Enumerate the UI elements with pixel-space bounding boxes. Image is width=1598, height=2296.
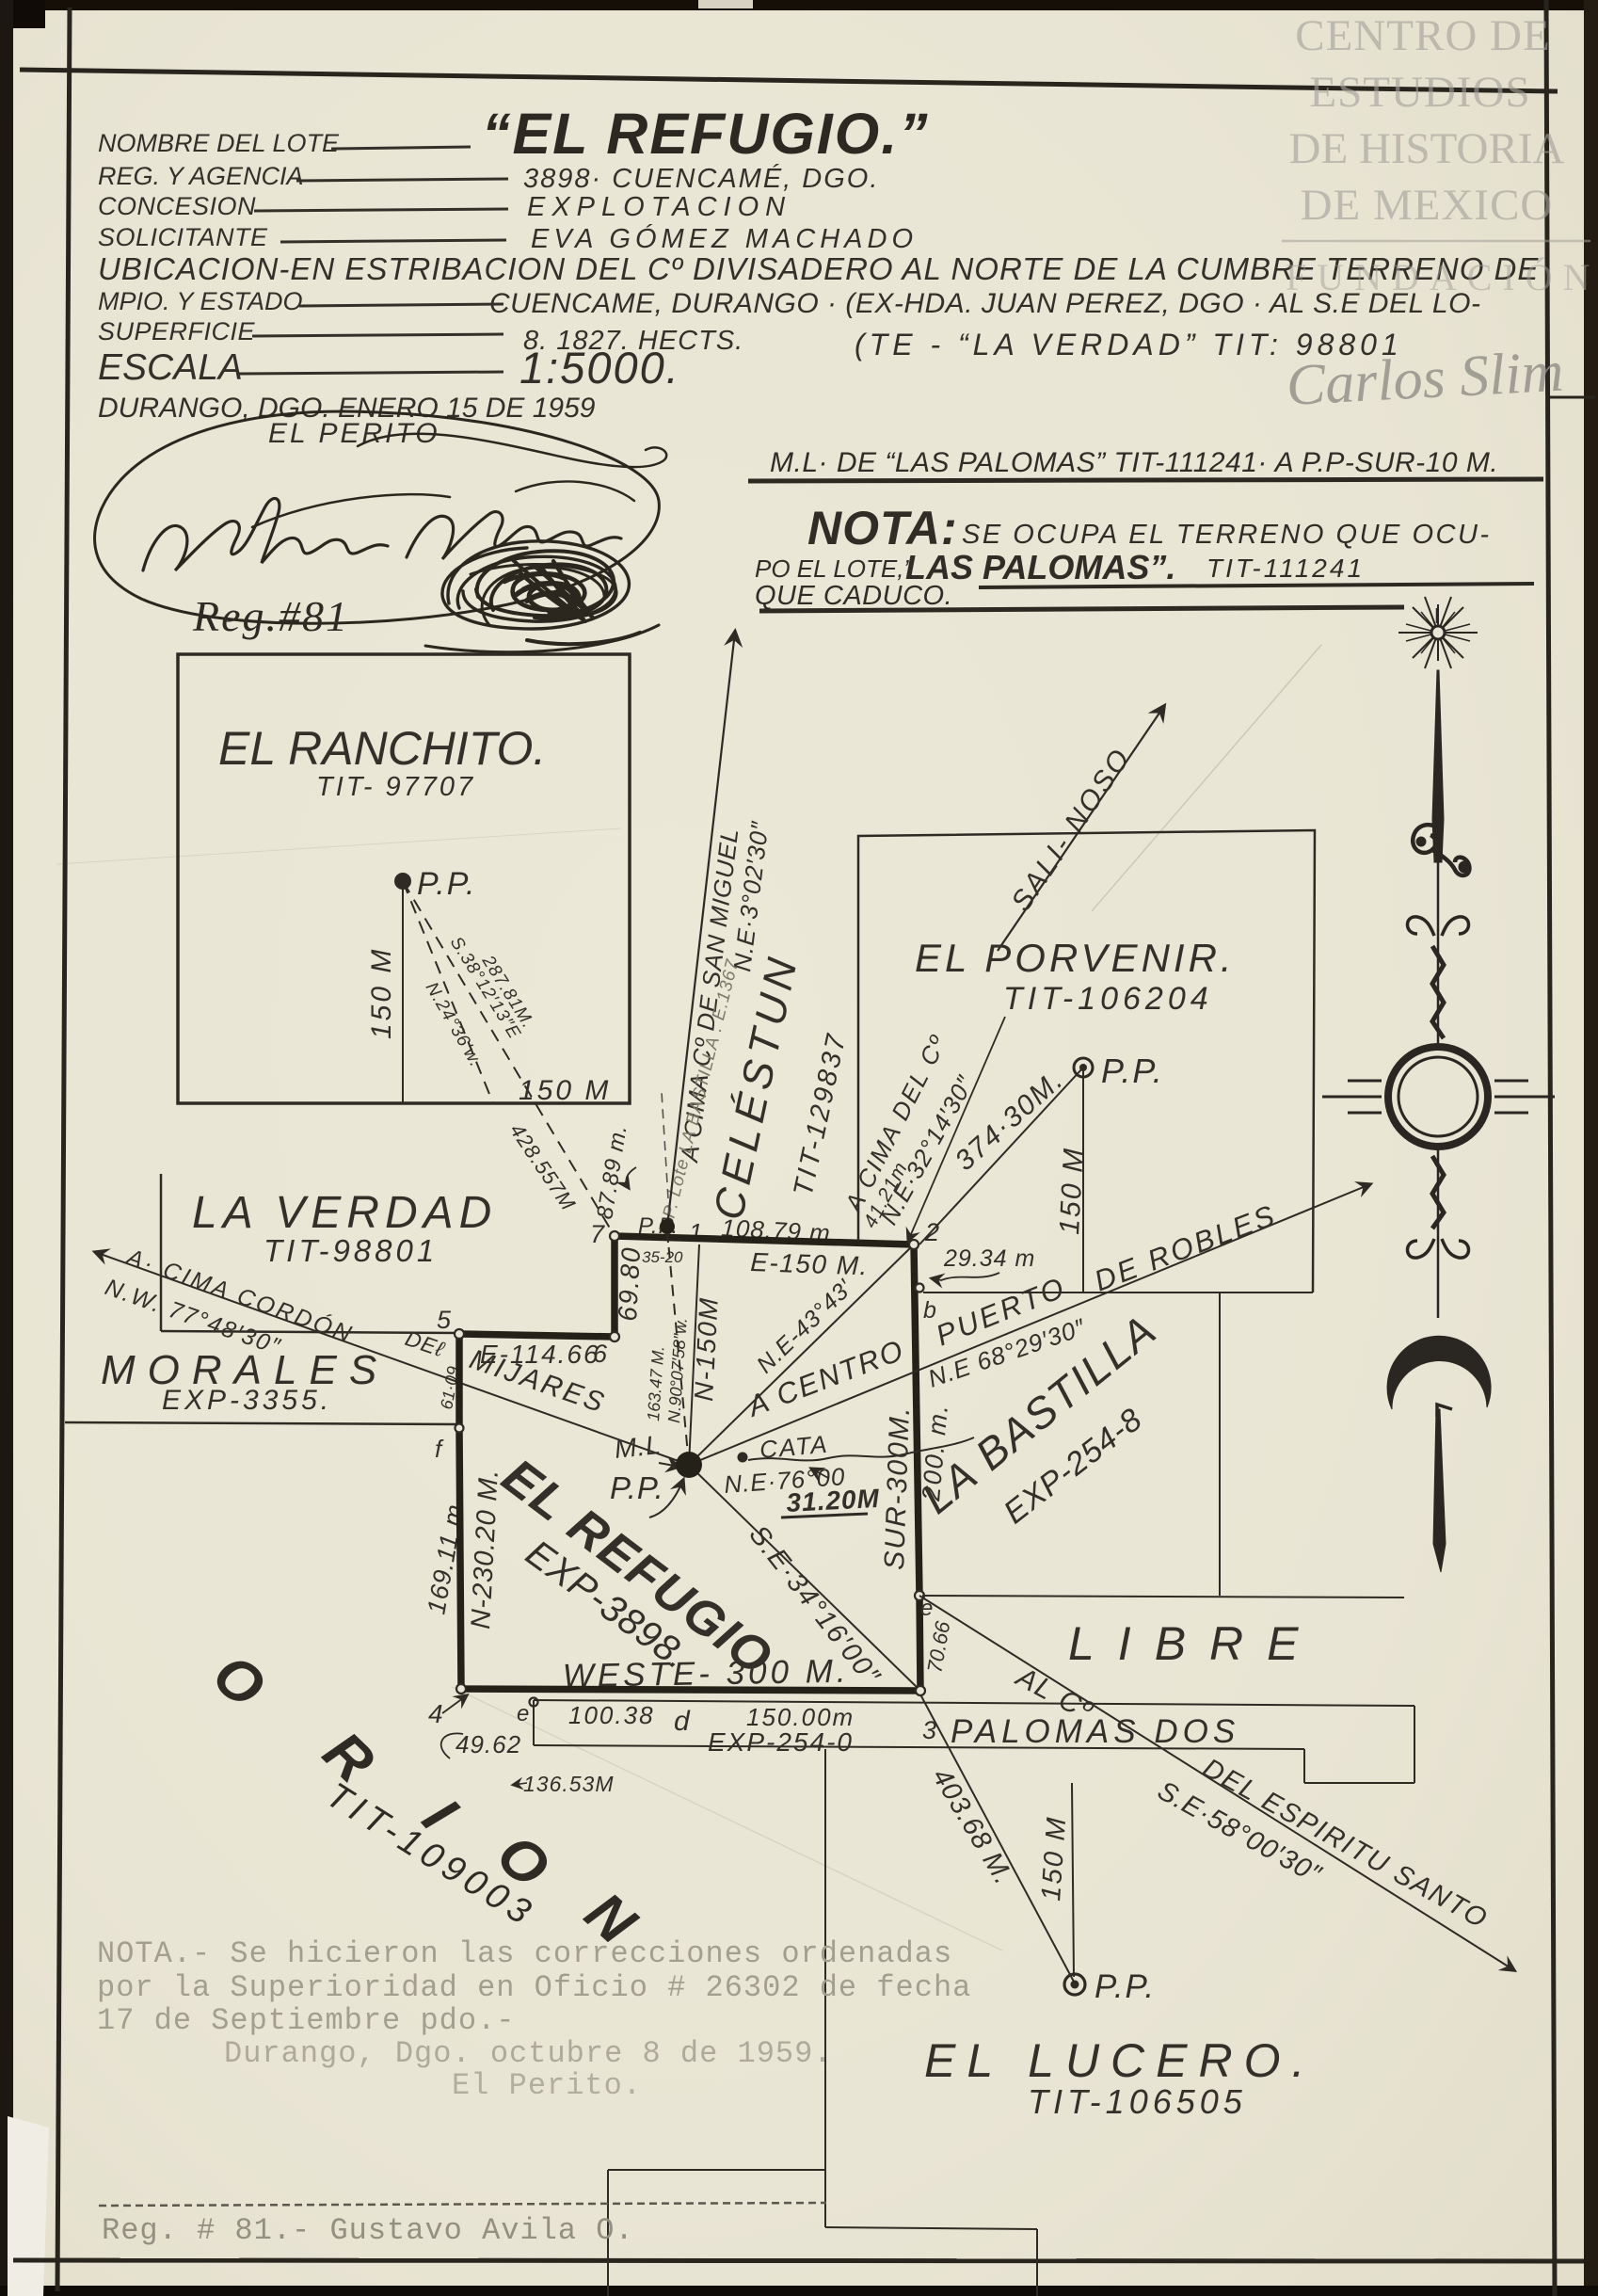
svg-text:EL PORVENIR.: EL PORVENIR. [915, 936, 1236, 980]
svg-text:E-150 M.: E-150 M. [750, 1247, 870, 1280]
svg-text:100.38: 100.38 [568, 1701, 655, 1729]
svg-text:17 de Septiembre pdo.-: 17 de Septiembre pdo.- [97, 2003, 515, 2038]
svg-text:Reg. # 81.- Gustavo Avila O.: Reg. # 81.- Gustavo Avila O. [102, 2213, 634, 2248]
svg-text:ESCALA: ESCALA [98, 347, 243, 388]
svg-text:El Perito.: El Perito. [452, 2068, 642, 2103]
svg-text:SUR-300M.: SUR-300M. [879, 1405, 916, 1570]
svg-text:EL LUCERO.: EL LUCERO. [924, 2034, 1316, 2087]
svg-text:QUE CADUCO.: QUE CADUCO. [755, 581, 952, 611]
svg-text:150 M: 150 M [366, 947, 397, 1039]
svg-text:CONCESION: CONCESION [98, 192, 256, 220]
svg-text:E-114.66: E-114.66 [480, 1340, 600, 1369]
svg-text:150.00m: 150.00m [746, 1703, 855, 1731]
svg-text:SOLICITANTE: SOLICITANTE [98, 223, 268, 251]
svg-text:29.34 m: 29.34 m [943, 1245, 1035, 1272]
svg-text:EL RANCHITO.: EL RANCHITO. [218, 722, 546, 775]
svg-text:DE HISTORIA: DE HISTORIA [1289, 124, 1565, 173]
svg-text:TIT-106505: TIT-106505 [1028, 2082, 1247, 2121]
svg-text:DE MEXICO: DE MEXICO [1301, 181, 1554, 230]
svg-text:d: d [674, 1706, 691, 1737]
svg-text:P.P.: P.P. [610, 1470, 664, 1505]
svg-text:150 M: 150 M [519, 1075, 611, 1106]
svg-text:NOTA:: NOTA: [807, 502, 958, 554]
svg-text:P.P.: P.P. [417, 866, 476, 902]
svg-text:M.L· DE “LAS PALOMAS” TIT-1112: M.L· DE “LAS PALOMAS” TIT-111241· A P.P-… [770, 447, 1498, 478]
svg-text:31.20M: 31.20M [786, 1484, 881, 1517]
svg-text:3898· CUENCAMÉ, DGO.: 3898· CUENCAMÉ, DGO. [523, 163, 879, 194]
svg-text:Carlos Slim: Carlos Slim [1285, 340, 1565, 418]
svg-text:ESTUDIOS: ESTUDIOS [1309, 68, 1530, 117]
svg-text:FUNDACIÓN: FUNDACIÓN [1286, 256, 1598, 298]
svg-text:CUENCAME, DURANGO · (EX-HDA. J: CUENCAME, DURANGO · (EX-HDA. JUAN PEREZ,… [489, 288, 1480, 319]
svg-text:TIT- 97707: TIT- 97707 [316, 772, 475, 802]
svg-text:4: 4 [428, 1699, 443, 1728]
svg-text:REG. Y AGENCIA: REG. Y AGENCIA [98, 162, 304, 190]
svg-text:136.53M: 136.53M [523, 1772, 615, 1796]
svg-text:EVA GÓMEZ MACHADO: EVA GÓMEZ MACHADO [531, 223, 918, 254]
svg-text:69.80: 69.80 [613, 1245, 646, 1323]
svg-text:150 M: 150 M [1054, 1146, 1090, 1235]
svg-text:f: f [435, 1435, 444, 1463]
svg-text:EXP-254-0: EXP-254-0 [708, 1727, 854, 1757]
svg-text:150 M: 150 M [1036, 1815, 1072, 1903]
svg-text:UBICACION-EN ESTRIBACION DEL C: UBICACION-EN ESTRIBACION DEL Cº DIVISADE… [98, 251, 1539, 286]
svg-text:LA VERDAD: LA VERDAD [192, 1188, 497, 1238]
svg-text:LIBRE: LIBRE [1068, 1617, 1322, 1670]
svg-text:EXPLOTACION: EXPLOTACION [527, 192, 791, 222]
svg-text:7: 7 [590, 1220, 605, 1248]
svg-text:TIT-106204: TIT-106204 [1003, 981, 1213, 1017]
svg-text:P.P.: P.P. [1101, 1052, 1164, 1090]
svg-text:8. 1827. HECTS.: 8. 1827. HECTS. [523, 326, 743, 356]
svg-text:(TE - “LA VERDAD” TIT: 98801: (TE - “LA VERDAD” TIT: 98801 [855, 328, 1403, 361]
svg-text:e: e [920, 1596, 933, 1621]
svg-text:CENTRO DE: CENTRO DE [1295, 11, 1550, 60]
svg-text:5: 5 [437, 1306, 452, 1334]
svg-text:PALOMAS DOS: PALOMAS DOS [951, 1713, 1239, 1750]
svg-text:6: 6 [593, 1340, 608, 1368]
svg-text:Reg.#81: Reg.#81 [192, 592, 349, 640]
svg-text:DURANGO, DGO. ENERO 15 DE 1959: DURANGO, DGO. ENERO 15 DE 1959 [98, 393, 596, 424]
svg-text:PO EL LOTE,”: PO EL LOTE,” [755, 554, 913, 583]
svg-text:e: e [517, 1701, 529, 1726]
svg-text:SUPERFICIE: SUPERFICIE [98, 317, 256, 345]
svg-text:1: 1 [689, 1218, 702, 1246]
svg-text:b: b [923, 1297, 936, 1324]
svg-text:por la Superioridad en Oficio: por la Superioridad en Oficio # 26302 de… [97, 1970, 971, 2005]
svg-text:35-20: 35-20 [642, 1248, 683, 1266]
svg-text:NOMBRE DEL LOTE: NOMBRE DEL LOTE [98, 129, 340, 157]
svg-text:M.L: M.L [613, 1430, 663, 1464]
svg-text:LAS PALOMAS”.: LAS PALOMAS”. [905, 548, 1175, 586]
svg-text:1:5000.: 1:5000. [519, 343, 680, 393]
svg-text:49.62: 49.62 [455, 1730, 521, 1758]
svg-text:SE OCUPA EL TERRENO QUE OCU-: SE OCUPA EL TERRENO QUE OCU- [962, 520, 1492, 550]
svg-text:3: 3 [922, 1716, 936, 1744]
svg-text:Durango, Dgo. octubre 8 de 195: Durango, Dgo. octubre 8 de 1959. [224, 2036, 833, 2071]
svg-text:TIT-111241: TIT-111241 [1206, 554, 1365, 583]
svg-text:NOTA.- Se hicieron las correcc: NOTA.- Se hicieron las correcciones orde… [97, 1936, 952, 1971]
svg-text:“EL REFUGIO.”: “EL REFUGIO.” [482, 102, 930, 166]
svg-text:MPIO. Y ESTADO: MPIO. Y ESTADO [98, 287, 303, 315]
svg-text:2: 2 [924, 1218, 939, 1246]
svg-text:EXP-3355.: EXP-3355. [162, 1385, 332, 1416]
svg-text:MORALES: MORALES [101, 1347, 389, 1393]
svg-text:P.P.: P.P. [1095, 1968, 1156, 2005]
svg-text:TIT-98801: TIT-98801 [264, 1233, 438, 1268]
